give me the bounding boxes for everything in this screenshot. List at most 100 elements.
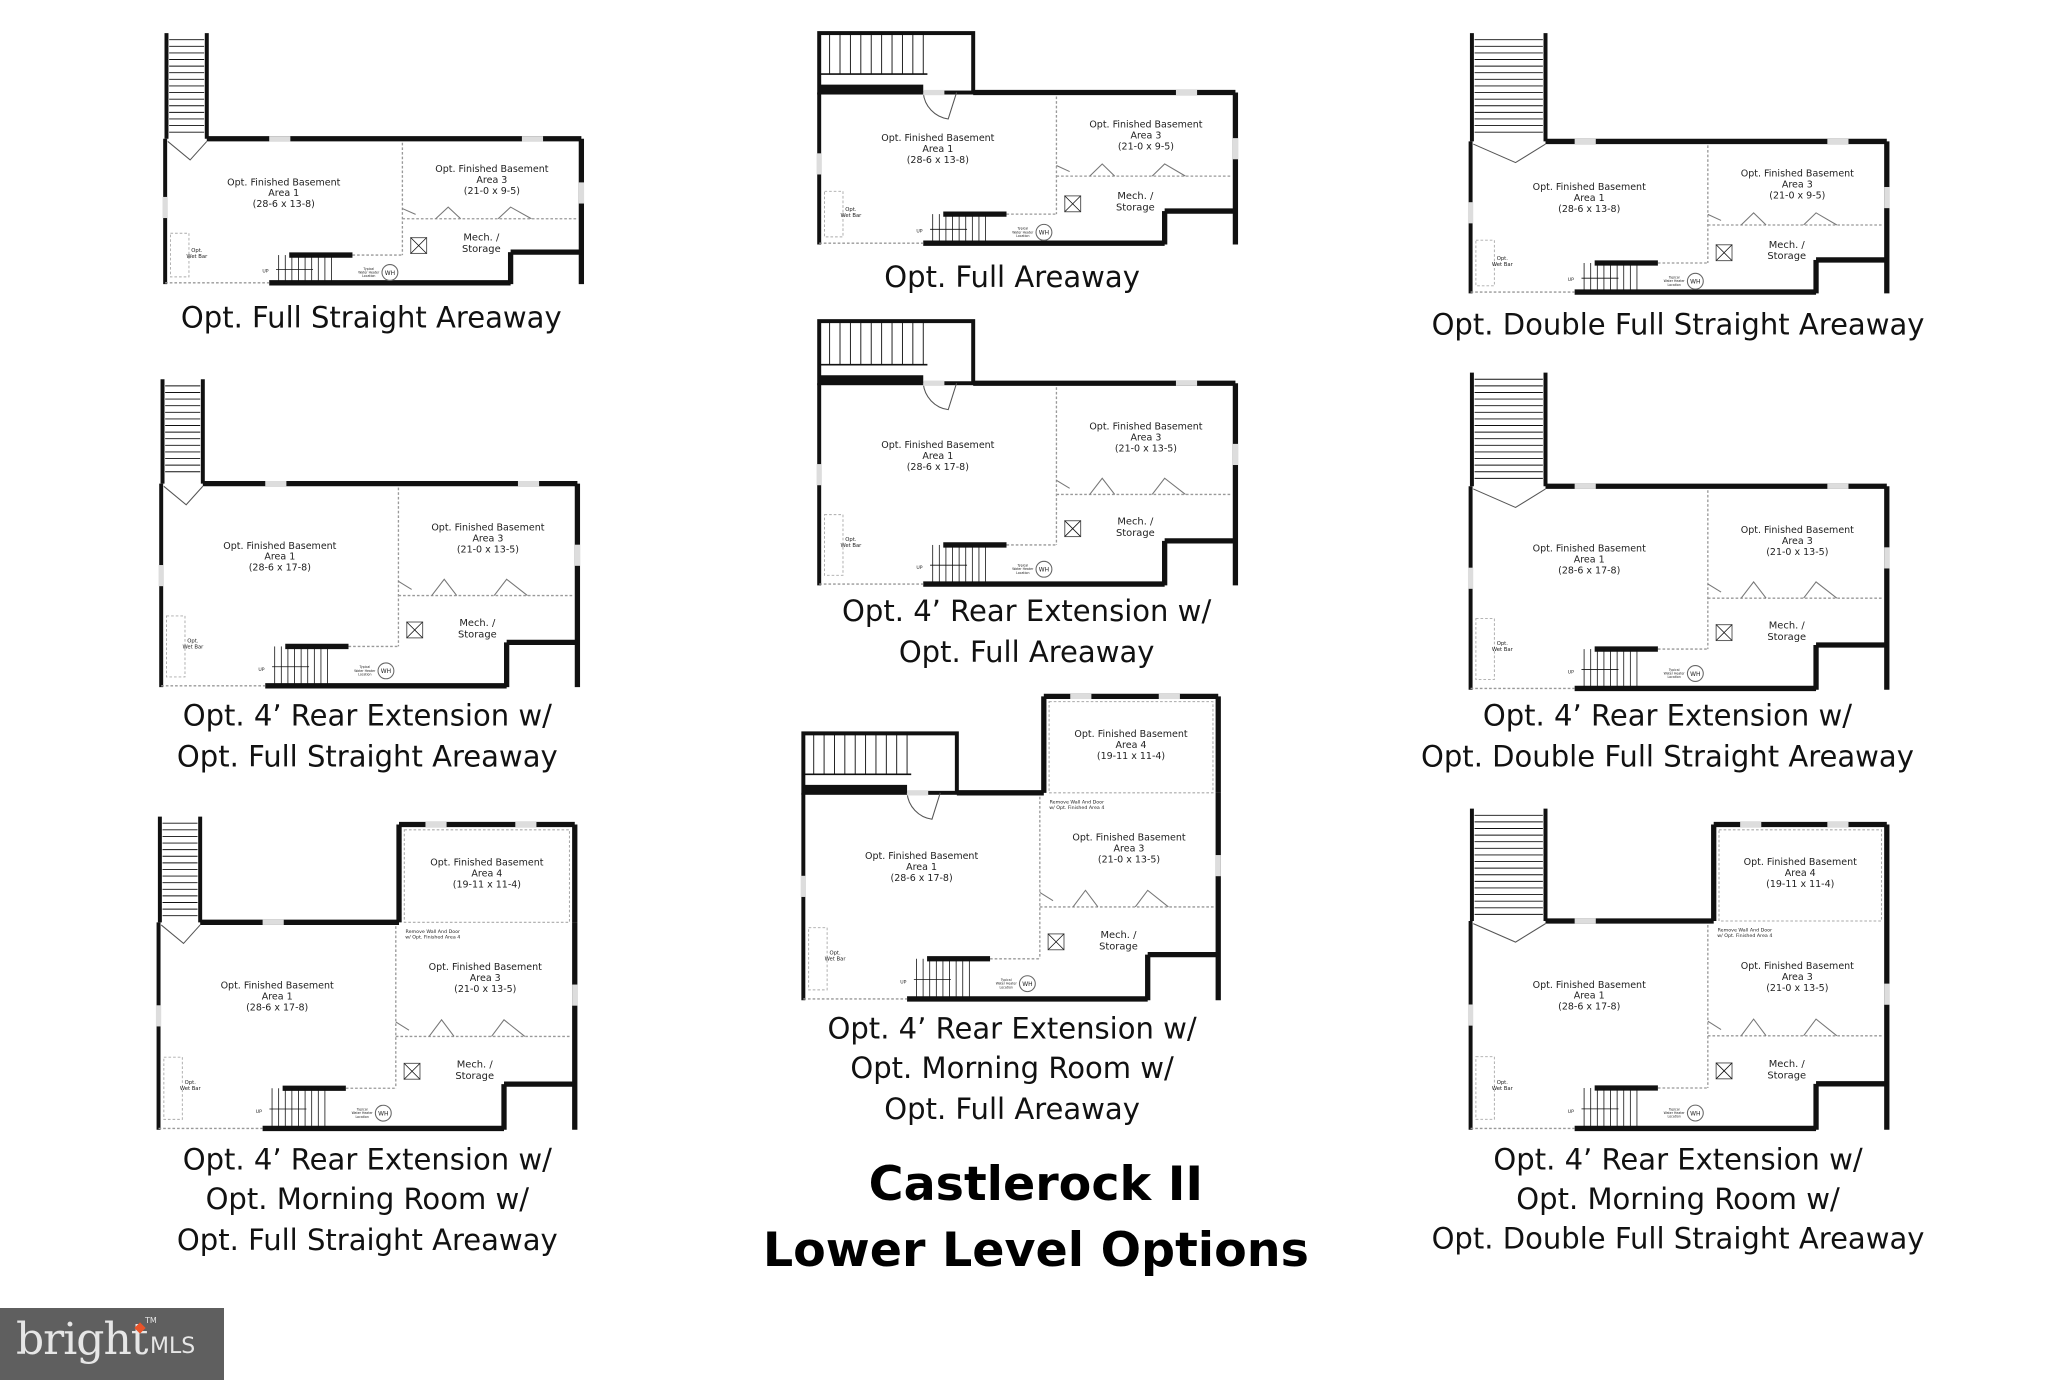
door-swing — [398, 580, 412, 590]
remove-wall-note-line: Remove Wall And Door — [1718, 928, 1772, 934]
plan-caption-line: Opt. Full Areaway — [899, 635, 1155, 669]
door-swing — [922, 383, 958, 411]
water-heater-note-line: Location — [355, 1115, 368, 1119]
area3-label-line: (21-0 x 13-5) — [1098, 854, 1160, 865]
wet-bar-label-line: Wet Bar — [840, 213, 862, 219]
area1-label-line: (28-6 x 17-8) — [246, 1003, 308, 1014]
mech-storage-label-line: Mech. / — [1769, 1059, 1806, 1070]
water-heater-label: WH — [1039, 230, 1049, 237]
water-heater-label: WH — [378, 1111, 388, 1118]
area3-label-line: Opt. Finished Basement — [435, 164, 548, 175]
window — [1158, 693, 1180, 700]
water-heater-label: WH — [1022, 981, 1032, 988]
plan-caption-line: Opt. Morning Room w/ — [206, 1182, 530, 1216]
area1-label-line: Opt. Finished Basement — [1533, 543, 1646, 554]
door-swing — [1151, 163, 1186, 177]
door-swing — [1039, 891, 1054, 902]
mech-storage-label-line: Mech. / — [457, 1060, 494, 1071]
area3-label-line: Opt. Finished Basement — [431, 522, 544, 533]
area1-label-line: (28-6 x 13-8) — [1558, 204, 1620, 215]
door-swing — [1072, 889, 1099, 908]
area1-label-line: Area 1 — [1574, 193, 1605, 204]
window — [1884, 983, 1890, 1005]
plan-caption-line: Opt. Full Areaway — [884, 260, 1140, 294]
water-heater-note-line: Typical — [1016, 227, 1028, 231]
area3-label-line: Opt. Finished Basement — [1072, 833, 1185, 844]
area4-outline — [1718, 829, 1883, 922]
area3-label-line: Opt. Finished Basement — [1089, 422, 1202, 433]
wet-bar-label-line: Wet Bar — [1492, 647, 1514, 653]
stair-up-label: UP — [916, 228, 922, 234]
window — [1827, 138, 1849, 145]
areaway-outline — [817, 319, 976, 386]
area3-label-line: (21-0 x 13-5) — [1766, 983, 1828, 994]
area1-label-line: Area 1 — [922, 451, 953, 462]
furnace-icon — [1047, 933, 1065, 951]
water-heater-note-line: Typical — [1668, 1107, 1680, 1111]
area3-label-line: (21-0 x 9-5) — [1118, 141, 1174, 152]
door-swing — [493, 578, 528, 596]
window — [1215, 855, 1221, 877]
area3-label-line: Area 3 — [1130, 433, 1161, 444]
logo-brand: bright — [16, 1314, 148, 1365]
area3-label-line: (21-0 x 13-5) — [1115, 444, 1177, 455]
water-heater-icon — [381, 264, 399, 281]
window — [269, 136, 291, 142]
door-swing — [395, 1021, 410, 1031]
area1-label-line: Opt. Finished Basement — [221, 981, 334, 992]
logo-tm: TM — [145, 1316, 157, 1325]
water-heater-note-line: Location — [1016, 571, 1029, 575]
stair-up-label: UP — [262, 269, 268, 275]
wet-bar-outline — [169, 232, 190, 278]
wet-bar-label-line: Opt. — [845, 537, 857, 543]
wet-bar-label-line: Opt. — [845, 207, 857, 213]
window — [162, 196, 168, 219]
plan-caption-line: Opt. Double Full Straight Areaway — [1432, 1222, 1925, 1256]
furnace-icon — [1064, 520, 1082, 538]
area4-label-line: Opt. Finished Basement — [430, 858, 543, 869]
water-heater-note-line: Water Heater — [1012, 230, 1034, 234]
stair-up-label: UP — [916, 565, 922, 571]
door-swing — [1707, 213, 1722, 221]
window — [1467, 567, 1474, 589]
window — [262, 919, 284, 925]
window — [816, 464, 822, 486]
wet-bar-label-line: Opt. — [1497, 641, 1509, 647]
mech-storage-label-line: Storage — [1116, 202, 1155, 213]
mech-storage-label-line: Storage — [1767, 251, 1806, 262]
area1-label-line: (28-6 x 13-8) — [253, 199, 315, 210]
area3-label-line: (21-0 x 9-5) — [464, 186, 520, 197]
stair-up-label: UP — [1568, 1109, 1574, 1115]
water-heater-label: WH — [1690, 671, 1700, 678]
plan-caption-line: Opt. Double Full Straight Areaway — [1421, 739, 1914, 773]
window — [923, 89, 945, 96]
water-heater-label: WH — [385, 270, 395, 277]
mech-storage-label-line: Storage — [455, 1071, 494, 1082]
furnace-x — [406, 621, 423, 639]
area3-label-line: Area 3 — [472, 533, 503, 544]
area1-label-line: Opt. Finished Basement — [223, 541, 336, 552]
window — [1574, 918, 1596, 924]
stair-up-label: UP — [258, 667, 264, 673]
area1-label-line: Area 1 — [1574, 554, 1605, 565]
area1-label-line: (28-6 x 17-8) — [1558, 1002, 1620, 1013]
window — [1175, 89, 1198, 96]
area1-label-line: (28-6 x 17-8) — [249, 563, 311, 574]
window — [1467, 202, 1474, 224]
area3-label-line: Opt. Finished Basement — [1741, 961, 1854, 972]
water-heater-icon — [1686, 665, 1704, 682]
water-heater-note-line: Typical — [1668, 668, 1680, 672]
water-heater-note-line: Typical — [1016, 564, 1028, 568]
wet-bar-outline — [824, 514, 844, 576]
area1-label-line: Opt. Finished Basement — [881, 133, 994, 144]
mech-storage-label-line: Storage — [1767, 1071, 1806, 1082]
mech-storage-label-line: Storage — [458, 629, 497, 640]
door-swing — [1473, 143, 1546, 164]
wet-bar-outline — [166, 615, 186, 678]
water-heater-icon — [1686, 1104, 1704, 1122]
window — [515, 821, 537, 828]
water-heater-note-line: Water Heater — [1012, 567, 1034, 571]
